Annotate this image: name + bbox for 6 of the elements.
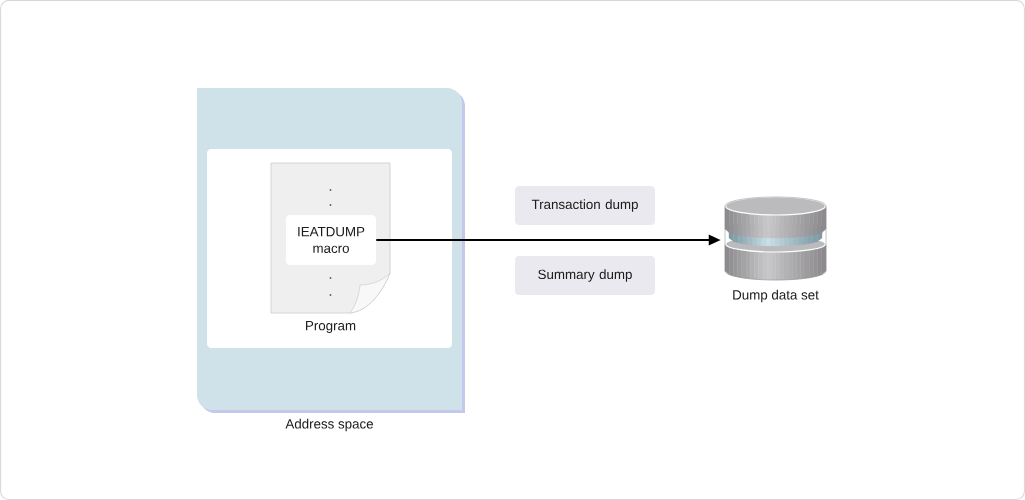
region-label: Address space — [285, 418, 373, 432]
cylinder-label: Dump data set — [733, 289, 819, 303]
tag-box: Transaction dump — [515, 186, 655, 225]
macro-box: IEATDUMP macro — [286, 215, 376, 265]
document-label: Program — [306, 321, 356, 333]
tag-box: Summary dump — [515, 256, 655, 295]
